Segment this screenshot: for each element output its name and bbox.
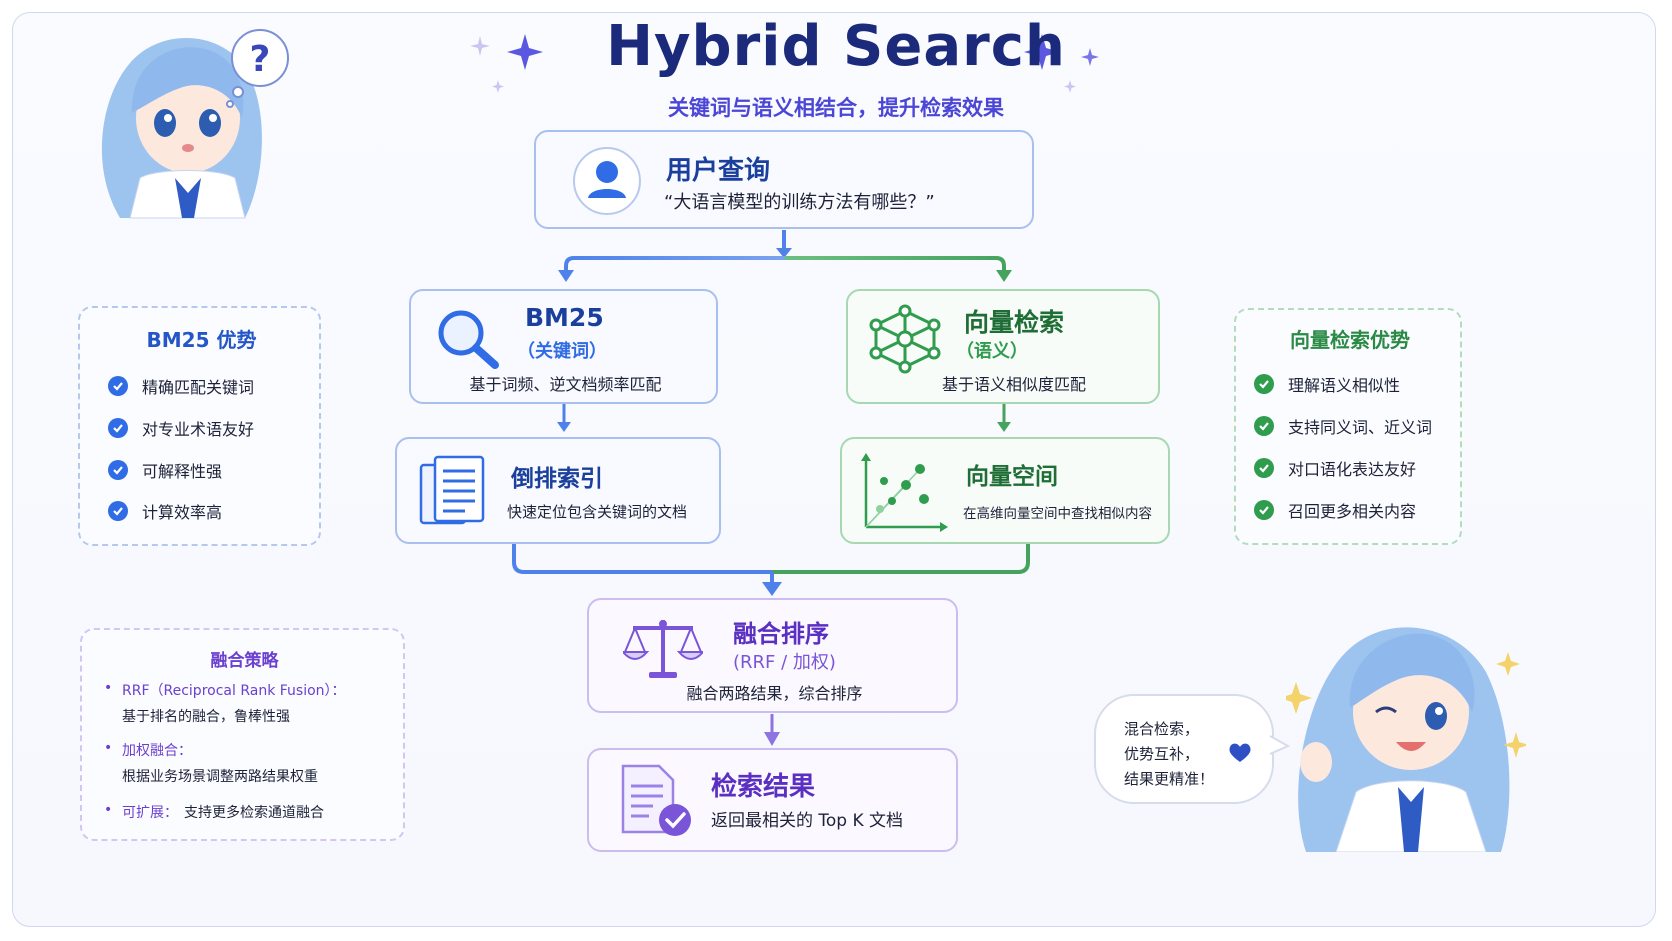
vector-search-box: 向量检索 （语义） 基于语义相似度匹配: [846, 289, 1160, 404]
check-icon: [108, 418, 128, 438]
user-icon: [573, 147, 641, 215]
document-stack-icon: [419, 455, 485, 525]
strategy-bullet: •: [104, 740, 113, 756]
sparkle-right-icon: [1024, 34, 1099, 93]
user-query-box: 用户查询 “大语言模型的训练方法有哪些？”: [534, 130, 1034, 229]
vector-space-description: 在高维向量空间中查找相似内容: [963, 506, 1152, 522]
speech-line: 优势互补，: [1124, 745, 1200, 763]
vector-advantages-title: 向量检索优势: [1290, 328, 1410, 352]
magnifier-icon: [438, 310, 499, 369]
bm25-box: BM25 （关键词） 基于词频、逆文档频率匹配: [409, 289, 718, 404]
heart-icon: [1229, 743, 1251, 762]
fusion-ranking-description: 融合两路结果，综合排序: [686, 684, 863, 703]
check-icon: [1254, 458, 1274, 478]
speech-bubble-tail: [1269, 735, 1290, 755]
speech-bubble: 混合检索， 优势互补， 结果更精准！: [1094, 694, 1274, 804]
search-result-description: 返回最相关的 Top K 文档: [711, 811, 904, 831]
page-subtitle: 关键词与语义相结合，提升检索效果: [668, 96, 1004, 120]
page-title: Hybrid Search: [606, 14, 1066, 79]
vector-search-title: 向量检索: [964, 308, 1065, 337]
list-item: 精确匹配关键词: [108, 374, 254, 398]
question-mark: ?: [250, 39, 271, 80]
strategy-bullet: •: [104, 680, 113, 696]
inverted-index-description: 快速定位包含关键词的文档: [507, 503, 688, 521]
list-item: 理解语义相似性: [1254, 372, 1400, 396]
fusion-strategy-panel: 融合策略 • RRF（Reciprocal Rank Fusion）： 基于排名…: [80, 628, 405, 841]
user-query-title: 用户查询: [666, 156, 771, 186]
fusion-ranking-title: 融合排序: [733, 620, 829, 648]
bm25-title: BM25: [525, 303, 604, 332]
search-result-box: 检索结果 返回最相关的 Top K 文档: [587, 748, 958, 852]
bm25-advantages-title: BM25 优势: [146, 328, 257, 352]
vector-space-box: 向量空间 在高维向量空间中查找相似内容: [840, 437, 1170, 544]
document-check-icon: [621, 764, 691, 836]
search-result-title: 检索结果: [711, 772, 816, 802]
list-item: 可解释性强: [108, 458, 222, 482]
user-query-text: “大语言模型的训练方法有哪些？”: [664, 192, 935, 213]
bm25-advantages-panel: BM25 优势 精确匹配关键词 对专业术语友好 可解释性强 计算效率高: [78, 306, 321, 546]
scatter-plot-icon: [861, 453, 948, 532]
speech-line: 混合检索，: [1124, 720, 1200, 738]
strategy-detail: 根据业务场景调整两路结果权重: [122, 769, 318, 785]
fusion-ranking-subtitle: (RRF / 加权): [733, 652, 836, 673]
list-item: 支持同义词、近义词: [1254, 414, 1432, 438]
inverted-index-box: 倒排索引 快速定位包含关键词的文档: [395, 437, 721, 544]
check-icon: [1254, 416, 1274, 436]
strategy-detail: 支持更多检索通道融合: [184, 805, 324, 821]
strategy-bullet: •: [104, 802, 113, 818]
cheering-mascot-illustration: [1286, 627, 1526, 852]
check-icon: [1254, 374, 1274, 394]
list-item: 召回更多相关内容: [1254, 498, 1416, 522]
check-icon: [108, 501, 128, 521]
check-icon: [108, 460, 128, 480]
check-icon: [108, 376, 128, 396]
bm25-subtitle: （关键词）: [517, 341, 607, 362]
vector-advantages-panel: 向量检索优势 理解语义相似性 支持同义词、近义词 对口语化表达友好 召回更多相关…: [1234, 308, 1462, 545]
list-item: 对专业术语友好: [108, 416, 254, 440]
list-item: 计算效率高: [108, 499, 222, 523]
strategy-detail: 基于排名的融合，鲁棒性强: [122, 709, 290, 725]
thinking-mascot-illustration: ?: [101, 29, 289, 219]
network-icon: [869, 304, 941, 374]
check-icon: [1254, 500, 1274, 520]
balance-scale-icon: [623, 620, 703, 678]
sparkle-left-icon: [470, 34, 543, 93]
fusion-ranking-box: 融合排序 (RRF / 加权) 融合两路结果，综合排序: [587, 598, 958, 713]
list-item: 对口语化表达友好: [1254, 456, 1416, 480]
inverted-index-title: 倒排索引: [511, 466, 603, 492]
bm25-description: 基于词频、逆文档频率匹配: [469, 375, 662, 394]
fusion-strategy-title: 融合策略: [210, 651, 279, 671]
vector-search-description: 基于语义相似度匹配: [941, 375, 1086, 394]
strategy-label: 加权融合：: [122, 743, 192, 759]
speech-line: 结果更精准！: [1124, 770, 1215, 788]
vector-search-subtitle: （语义）: [956, 341, 1028, 362]
strategy-label: RRF（Reciprocal Rank Fusion）：: [122, 683, 346, 699]
strategy-label: 可扩展：: [122, 805, 178, 821]
vector-space-title: 向量空间: [966, 464, 1058, 490]
